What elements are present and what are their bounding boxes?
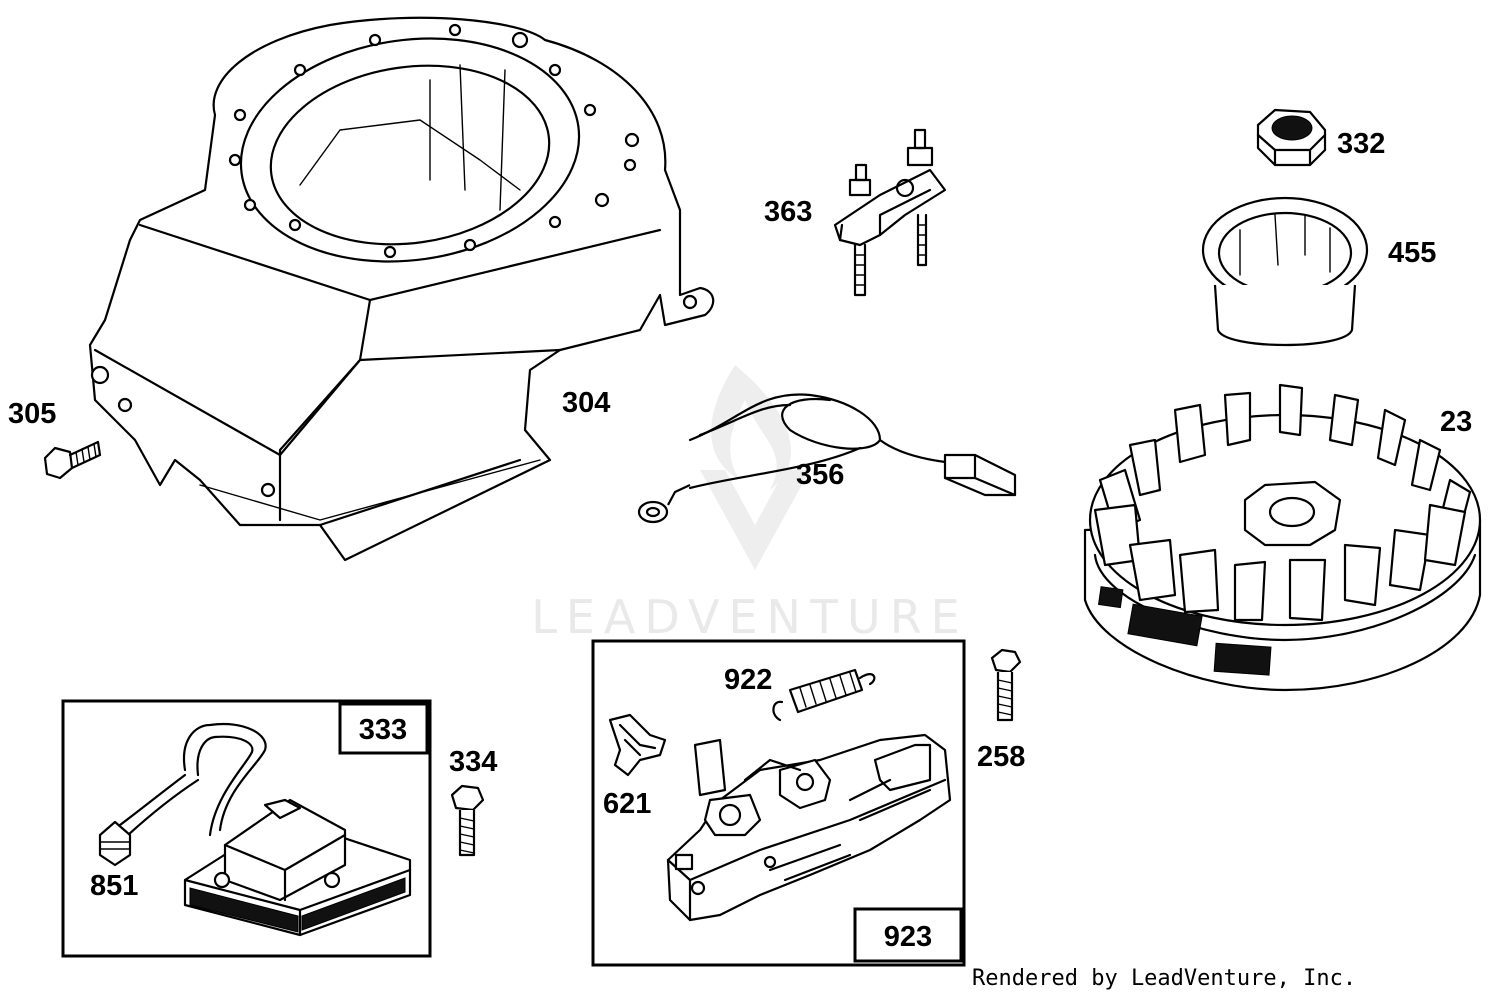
- callout-304: 304: [562, 387, 610, 419]
- callout-621: 621: [603, 788, 651, 820]
- part-923-control-bracket: [666, 733, 952, 922]
- watermark-text: LEADVENTURE: [531, 590, 969, 644]
- housing-bolt-holes: [228, 23, 640, 259]
- kit-923-label: 923: [884, 921, 932, 953]
- callout-363: 363: [764, 196, 812, 228]
- part-258-bolt[interactable]: 258: [977, 648, 1025, 773]
- credit-text: Rendered by LeadVenture, Inc.: [972, 966, 1356, 991]
- part-922-spring: [772, 668, 876, 722]
- callout-455: 455: [1388, 237, 1436, 269]
- callout-23: 23: [1440, 406, 1472, 438]
- part-356-ground-wire[interactable]: 356: [637, 393, 1017, 524]
- kit-333-box[interactable]: 333 851: [61, 699, 432, 958]
- watermark: LEADVENTURE: [531, 365, 969, 644]
- callout-922: 922: [724, 664, 772, 696]
- callout-332: 332: [1337, 128, 1385, 160]
- part-455-starter-cup[interactable]: 455: [1201, 196, 1436, 347]
- callout-334: 334: [449, 746, 497, 778]
- part-333-armature: [98, 722, 412, 937]
- part-363-bracket[interactable]: 363: [764, 128, 947, 297]
- part-621-clip: [608, 713, 667, 777]
- callout-305: 305: [8, 398, 56, 430]
- kit-333-label: 333: [359, 714, 407, 746]
- part-304-blower-housing[interactable]: 304: [88, 16, 715, 562]
- callout-851: 851: [90, 870, 138, 902]
- callout-356: 356: [796, 459, 844, 491]
- part-334-bolt[interactable]: 334: [449, 746, 497, 857]
- kit-923-box[interactable]: 923 922 621: [591, 639, 966, 967]
- callout-258: 258: [977, 741, 1025, 773]
- part-23-flywheel[interactable]: 23: [1083, 383, 1482, 692]
- part-305-bolt[interactable]: 305: [8, 398, 102, 480]
- part-332-nut[interactable]: 332: [1256, 108, 1385, 167]
- flywheel-fins: [1093, 383, 1472, 622]
